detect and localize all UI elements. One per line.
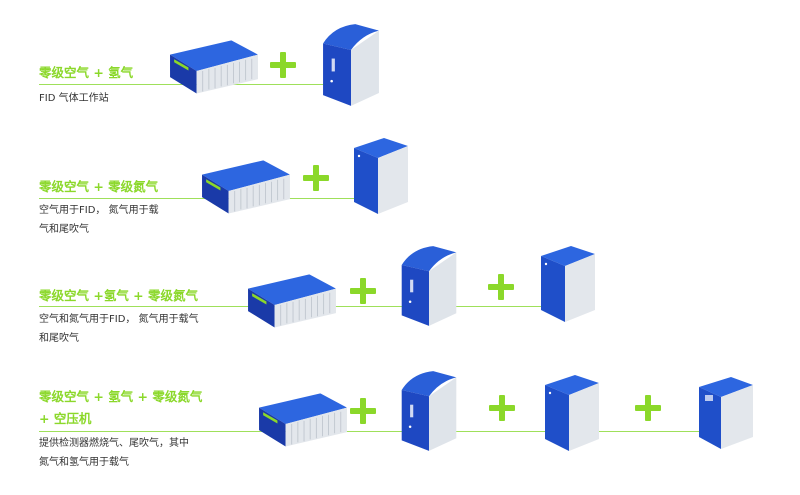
row-description: 空气用于FID， 氮气用于载 <box>39 205 159 216</box>
plus-icon <box>303 165 329 191</box>
plus-icon <box>350 278 376 304</box>
connector-line <box>39 198 359 199</box>
nitrogen-generator-device <box>350 136 410 216</box>
connector-line <box>39 431 719 432</box>
nitrogen-generator-device <box>537 244 597 324</box>
row-title: 零级空气 + 氢气 <box>39 65 134 80</box>
air-generator-device <box>168 40 260 102</box>
plus-icon <box>350 398 376 424</box>
hydrogen-generator-device <box>318 22 384 108</box>
plus-icon <box>489 395 515 421</box>
hydrogen-generator-device <box>397 244 461 328</box>
row-description: 氮气和氢气用于载气 <box>39 457 129 468</box>
row-description: 和尾吹气 <box>39 333 79 344</box>
config-row-1: 零级空气 + 氢气 FID 气体工作站 <box>0 0 800 120</box>
air-generator-device <box>246 274 338 336</box>
config-row-2: 零级空气 + 零级氮气 空气用于FID， 氮气用于载 气和尾吹气 <box>0 120 800 240</box>
row-description: 空气和氮气用于FID， 氮气用于载气 <box>39 314 199 325</box>
plus-icon <box>270 52 296 78</box>
nitrogen-generator-device <box>541 373 601 453</box>
row-description: 提供检测器燃烧气、尾吹气，其中 <box>39 438 189 449</box>
row-title: 零级空气 +氢气 + 零级氮气 <box>39 288 199 303</box>
plus-icon <box>488 274 514 300</box>
config-row-3: 零级空气 +氢气 + 零级氮气 空气和氮气用于FID， 氮气用于载气 和尾吹气 <box>0 240 800 365</box>
plus-icon <box>635 395 661 421</box>
row-title: 零级空气 + 氢气 + 零级氮气 <box>39 389 203 404</box>
air-generator-device <box>200 160 292 222</box>
air-compressor-device <box>695 373 755 453</box>
row-title: 零级空气 + 零级氮气 <box>39 179 159 194</box>
hydrogen-generator-device <box>397 369 461 453</box>
config-row-4: 零级空气 + 氢气 + 零级氮气 + 空压机 提供检测器燃烧气、尾吹气，其中 氮… <box>0 365 800 495</box>
row-title-continuation: + 空压机 <box>39 411 92 426</box>
air-generator-device <box>257 393 349 455</box>
row-description: 气和尾吹气 <box>39 224 89 235</box>
row-description: FID 气体工作站 <box>39 93 109 104</box>
